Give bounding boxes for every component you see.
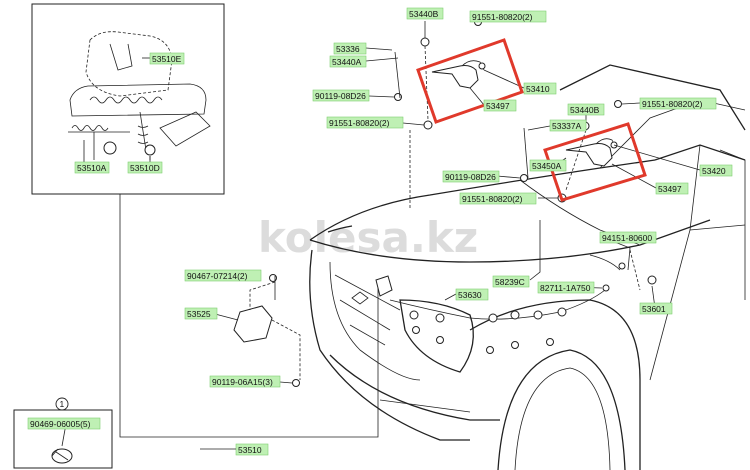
- lock-detail-inset: [31, 3, 225, 195]
- svg-text:58239C: 58239C: [495, 277, 525, 287]
- svg-text:53510D: 53510D: [130, 163, 160, 173]
- svg-text:53497: 53497: [658, 184, 682, 194]
- svg-text:53420: 53420: [702, 166, 726, 176]
- svg-text:53440B: 53440B: [570, 105, 600, 115]
- svg-text:91551-80820(2): 91551-80820(2): [329, 118, 390, 128]
- label-53510: 53510: [235, 443, 269, 456]
- label-91551-top: 91551-80820(2): [469, 10, 547, 23]
- label-53440A: 53440A: [329, 55, 367, 68]
- label-90469-06005: 90469-06005(5): [27, 417, 101, 430]
- svg-text:91551-80820(2): 91551-80820(2): [462, 194, 523, 204]
- harness-connectors: [409, 307, 567, 354]
- label-90467-07214: 90467-07214(2): [184, 269, 262, 282]
- release-53525: [233, 305, 273, 343]
- rod-53337A: [523, 127, 529, 179]
- vehicle-outline: [309, 64, 746, 470]
- svg-text:91551-80820(2): 91551-80820(2): [472, 12, 533, 22]
- label-53336: 53336: [333, 42, 367, 55]
- label-90119-08D26-b: 90119-08D26: [442, 170, 500, 183]
- label-53497-a: 53497: [483, 99, 517, 112]
- label-53497-b: 53497: [655, 182, 689, 195]
- svg-text:53440B: 53440B: [409, 9, 439, 19]
- rod-53336: [394, 51, 401, 99]
- svg-text:91551-80820(2): 91551-80820(2): [642, 99, 703, 109]
- label-91551-lower: 91551-80820(2): [459, 192, 537, 205]
- leader-53510: [119, 194, 379, 438]
- label-53510A: 53510A: [74, 161, 110, 174]
- label-53410: 53410: [523, 82, 557, 95]
- svg-text:53525: 53525: [187, 309, 211, 319]
- label-53450A: 53450A: [529, 159, 567, 172]
- svg-text:53440A: 53440A: [332, 57, 362, 67]
- harness-53630: [389, 289, 606, 320]
- label-53510D: 53510D: [127, 161, 163, 174]
- svg-text:53337A: 53337A: [552, 121, 582, 131]
- svg-text:53497: 53497: [486, 101, 510, 111]
- label-53630: 53630: [455, 288, 489, 301]
- hinge-53420: [565, 138, 618, 167]
- callout-number: 1: [60, 399, 65, 409]
- hood-lock-53510: [375, 275, 393, 297]
- svg-text:90119-06A15(3): 90119-06A15(3): [212, 377, 273, 387]
- svg-text:94151-80600: 94151-80600: [602, 233, 652, 243]
- svg-text:90467-07214(2): 90467-07214(2): [187, 271, 248, 281]
- label-90119-06A15: 90119-06A15(3): [209, 375, 281, 388]
- svg-text:90119-08D26: 90119-08D26: [315, 91, 366, 101]
- label-91551-mid: 91551-80820(2): [326, 116, 404, 129]
- label-53440B-right: 53440B: [567, 103, 605, 116]
- label-53525: 53525: [184, 307, 218, 320]
- label-90119-08D26-a: 90119-08D26: [312, 89, 370, 102]
- svg-text:53601: 53601: [642, 304, 666, 314]
- svg-text:53510E: 53510E: [152, 54, 182, 64]
- callout-circle: [55, 397, 69, 411]
- highlight-hinge-left: [416, 38, 524, 124]
- label-94151-80600: 94151-80600: [599, 231, 657, 244]
- label-58239C: 58239C: [492, 275, 530, 288]
- svg-text:53510A: 53510A: [77, 163, 107, 173]
- label-53601: 53601: [639, 302, 673, 315]
- svg-text:53510: 53510: [238, 445, 262, 455]
- svg-text:90469-06005(5): 90469-06005(5): [30, 419, 91, 429]
- svg-text:53450A: 53450A: [532, 161, 562, 171]
- highlight-hinge-right: [543, 122, 647, 202]
- hood-lock-drawing: [68, 31, 211, 168]
- label-53440B-top: 53440B: [406, 7, 444, 20]
- label-91551-right: 91551-80820(2): [639, 97, 717, 110]
- label-53337A: 53337A: [549, 119, 587, 132]
- watermark: kolesa.kz: [258, 213, 478, 262]
- label-53510E: 53510E: [149, 52, 185, 65]
- label-53420: 53420: [699, 164, 733, 177]
- svg-text:82711-1A750: 82711-1A750: [540, 283, 591, 293]
- svg-text:53630: 53630: [458, 290, 482, 300]
- label-82711-1A750: 82711-1A750: [537, 281, 595, 294]
- svg-text:90119-08D26: 90119-08D26: [445, 172, 496, 182]
- svg-text:53336: 53336: [336, 44, 360, 54]
- hinge-53410: [431, 60, 486, 89]
- svg-text:53410: 53410: [526, 84, 550, 94]
- clip-drawing: [51, 448, 73, 464]
